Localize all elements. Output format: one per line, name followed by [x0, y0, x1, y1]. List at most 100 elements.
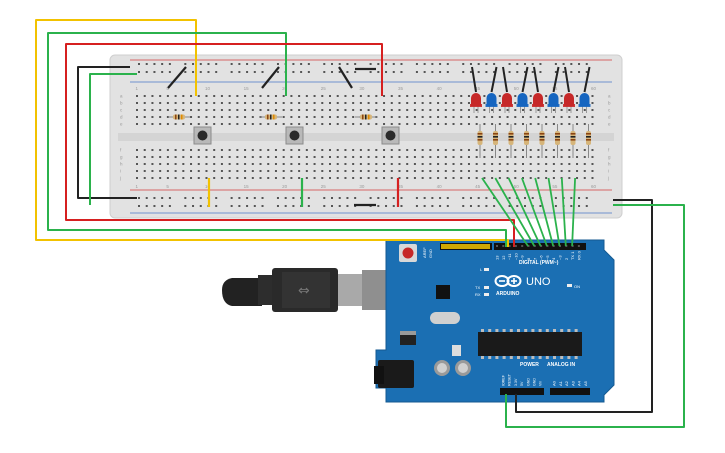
- onboard-led-rx: [484, 293, 489, 296]
- digital-pin-label: 7: [532, 257, 537, 260]
- column-number: 30: [359, 86, 365, 91]
- column-number: 30: [359, 184, 365, 189]
- digital-pin-label: ~10: [513, 252, 518, 260]
- usb-symbol-icon: ⇔: [298, 283, 310, 299]
- led-resistor-4[interactable]: [524, 124, 529, 158]
- led-resistor-8[interactable]: [586, 124, 591, 158]
- column-number: 60: [591, 86, 597, 91]
- row-label: d: [120, 115, 123, 120]
- led-wire-3[interactable]: [507, 177, 542, 247]
- column-number: 5: [166, 86, 169, 91]
- onboard-led-on: [567, 284, 572, 287]
- digital-pin-label: 12: [501, 255, 506, 260]
- column-number: 25: [321, 86, 327, 91]
- led-wire-1[interactable]: [481, 177, 529, 247]
- led-wire-6[interactable]: [547, 177, 561, 247]
- row-label: c: [608, 108, 611, 113]
- tx-label: TX: [475, 285, 480, 290]
- wire-black-gnd-arduino[interactable]: [515, 199, 653, 413]
- rx-label: RX: [475, 292, 481, 297]
- column-number: 50: [514, 184, 520, 189]
- row-label: c: [120, 108, 123, 113]
- led-resistor-6[interactable]: [555, 124, 560, 158]
- column-number: 35: [398, 184, 404, 189]
- digital-pin-label: RX 0: [576, 250, 581, 260]
- led-wire-2[interactable]: [494, 177, 536, 247]
- led-resistor-5[interactable]: [539, 124, 545, 158]
- led-resistor-1[interactable]: [477, 124, 483, 158]
- center-channel: [118, 133, 614, 141]
- led-wire-8[interactable]: [571, 177, 576, 247]
- wire-green-5v-rail[interactable]: [89, 73, 137, 205]
- wire-black-gnd-rail[interactable]: [77, 66, 137, 199]
- led-4[interactable]: [516, 66, 529, 113]
- power-jack[interactable]: [378, 360, 414, 388]
- wire-green-5v-arduino[interactable]: [505, 204, 685, 428]
- power-pin-label: GND: [526, 378, 530, 386]
- jumper-black-3[interactable]: [338, 66, 353, 89]
- column-number: 1: [136, 86, 139, 91]
- reset-button[interactable]: [402, 247, 414, 259]
- led-2[interactable]: [485, 66, 498, 113]
- digital-label: DIGITAL (PWM~): [519, 260, 559, 266]
- row-label: d: [608, 115, 611, 120]
- row-label: g: [608, 155, 611, 160]
- push-buttons: [193, 126, 400, 145]
- jumper-black-2[interactable]: [261, 66, 280, 89]
- digital-pin-label: ~9: [520, 255, 525, 260]
- push-button-2[interactable]: [285, 126, 304, 145]
- column-number: 20: [282, 184, 288, 189]
- analog-label: ANALOG IN: [547, 362, 575, 368]
- column-number: 5: [166, 184, 169, 189]
- jumper-black-1[interactable]: [167, 66, 187, 89]
- column-number: 35: [398, 86, 404, 91]
- led-wire-5[interactable]: [534, 177, 555, 247]
- row-label: h: [608, 162, 611, 167]
- power-pin-label: 5V: [520, 381, 524, 386]
- header-digital[interactable]: [494, 243, 586, 250]
- breadboard-holes: [136, 63, 594, 207]
- digital-pin-label: 4: [551, 257, 556, 260]
- row-label: g: [120, 155, 123, 160]
- resistor-3[interactable]: [355, 114, 377, 120]
- led-wire-7[interactable]: [560, 177, 567, 247]
- button-resistors: [168, 114, 377, 120]
- led-6[interactable]: [547, 66, 560, 113]
- led-wire-4[interactable]: [521, 177, 548, 247]
- led-5[interactable]: [532, 66, 544, 113]
- usb-cable[interactable]: ⇔: [222, 268, 388, 312]
- row-label: b: [120, 101, 123, 106]
- column-number: 40: [437, 184, 443, 189]
- header-analog[interactable]: [550, 388, 590, 395]
- power-pin-label: GND: [533, 378, 537, 386]
- breadboard-jumpers: [167, 66, 400, 207]
- led-3[interactable]: [501, 66, 513, 113]
- row-label: j: [119, 176, 121, 181]
- column-number: 40: [437, 86, 443, 91]
- led-resistor-3[interactable]: [508, 124, 514, 158]
- resistor-2[interactable]: [260, 114, 282, 120]
- long-wires: [35, 19, 685, 428]
- header-power[interactable]: [500, 388, 544, 395]
- analog-pin-label: A1: [558, 380, 563, 386]
- led-resistor-2[interactable]: [493, 124, 498, 158]
- led-7[interactable]: [563, 66, 575, 113]
- led-8[interactable]: [578, 66, 591, 113]
- aref-label: AREF: [422, 247, 427, 258]
- gnd-label: GND: [428, 249, 433, 258]
- led-resistor-7[interactable]: [570, 124, 576, 158]
- led-1[interactable]: [470, 66, 482, 113]
- arduino-pcb: [375, 239, 615, 403]
- column-number: 10: [205, 184, 211, 189]
- push-button-3[interactable]: [381, 126, 400, 145]
- resistor-1[interactable]: [168, 114, 190, 120]
- row-label: b: [608, 101, 611, 106]
- digital-pin-label: ~6: [539, 255, 544, 260]
- push-button-1[interactable]: [193, 126, 212, 145]
- power-pin-label: RESET: [508, 373, 512, 386]
